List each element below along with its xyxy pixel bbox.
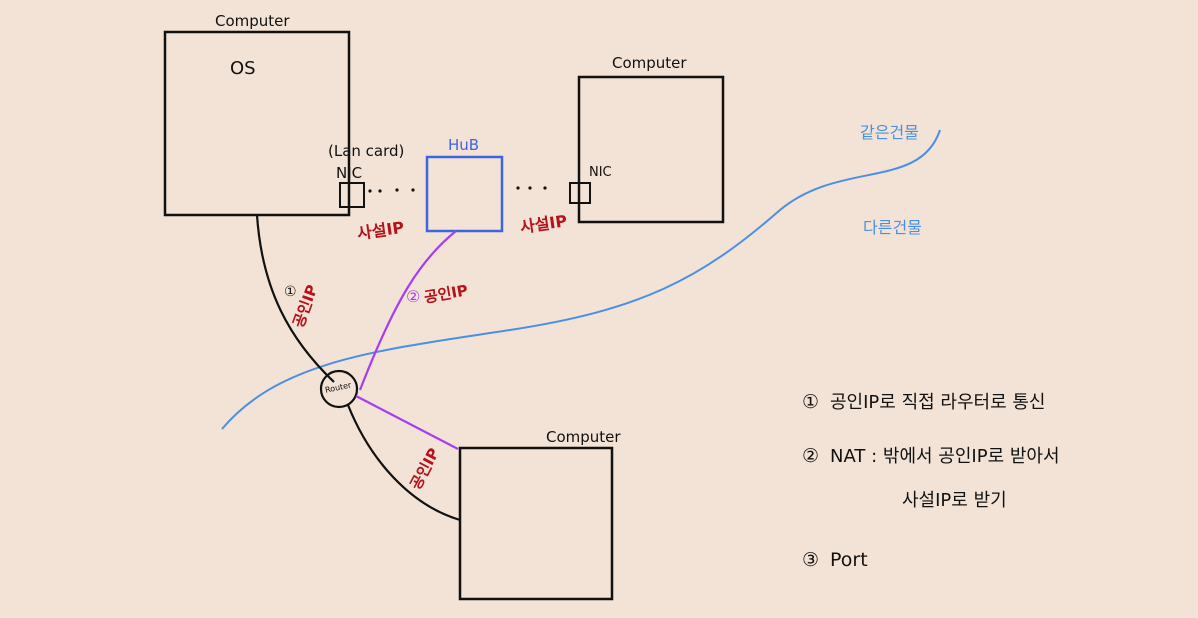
dotted-link-hub-right bbox=[516, 186, 547, 190]
lan-card-label: (Lan card) bbox=[328, 142, 404, 160]
bottom-computer-title: Computer bbox=[546, 428, 621, 446]
public-ip-1-marker: ① bbox=[284, 284, 297, 300]
legend-item-2-marker: ② bbox=[802, 445, 819, 467]
public-ip-2-label: 공인IP bbox=[423, 281, 470, 306]
os-label: OS bbox=[230, 58, 256, 79]
legend-item-2-text-line2: 사설IP로 받기 bbox=[902, 490, 1007, 511]
legend-item-3-marker: ③ bbox=[802, 549, 819, 571]
router-bottom-black-link bbox=[346, 404, 461, 522]
main-computer-title: Computer bbox=[215, 12, 290, 30]
bottom-computer-box bbox=[458, 446, 614, 601]
public-ip-link-1 bbox=[255, 214, 335, 383]
right-computer-title: Computer bbox=[612, 54, 687, 72]
building-boundary-line bbox=[221, 129, 941, 430]
legend-item-1-text: 공인IP로 직접 라우터로 통신 bbox=[830, 392, 1046, 413]
router-label: Router bbox=[324, 380, 352, 394]
private-ip-label-right: 사설IP bbox=[519, 211, 569, 236]
hub-label: HuB bbox=[448, 136, 479, 154]
main-computer-box bbox=[163, 30, 351, 217]
public-ip-bottom-label: 공인IP bbox=[406, 445, 443, 492]
private-ip-label-left: 사설IP bbox=[356, 218, 406, 243]
legend: ① 공인IP로 직접 라우터로 통신 ② NAT : 밖에서 공인IP로 받아서… bbox=[802, 391, 1060, 571]
public-ip-2-marker: ② bbox=[406, 287, 420, 306]
legend-item-2-text: NAT : 밖에서 공인IP로 받아서 bbox=[830, 446, 1060, 467]
other-building-label: 다른건물 bbox=[863, 218, 922, 237]
legend-item-1-marker: ① bbox=[802, 391, 819, 413]
right-computer-box bbox=[577, 75, 725, 224]
router-node bbox=[319, 369, 359, 409]
right-nic-label: NIC bbox=[589, 165, 612, 180]
main-nic-label: NIC bbox=[336, 164, 362, 182]
main-nic-port bbox=[339, 182, 365, 208]
dotted-link-main-hub bbox=[368, 188, 415, 193]
public-ip-link-2 bbox=[358, 230, 457, 391]
same-building-label: 같은건물 bbox=[860, 123, 919, 142]
router-bottom-purple-link bbox=[355, 395, 459, 450]
legend-item-3-text: Port bbox=[830, 549, 868, 571]
right-nic-port bbox=[569, 182, 591, 204]
hub-box bbox=[425, 155, 504, 233]
